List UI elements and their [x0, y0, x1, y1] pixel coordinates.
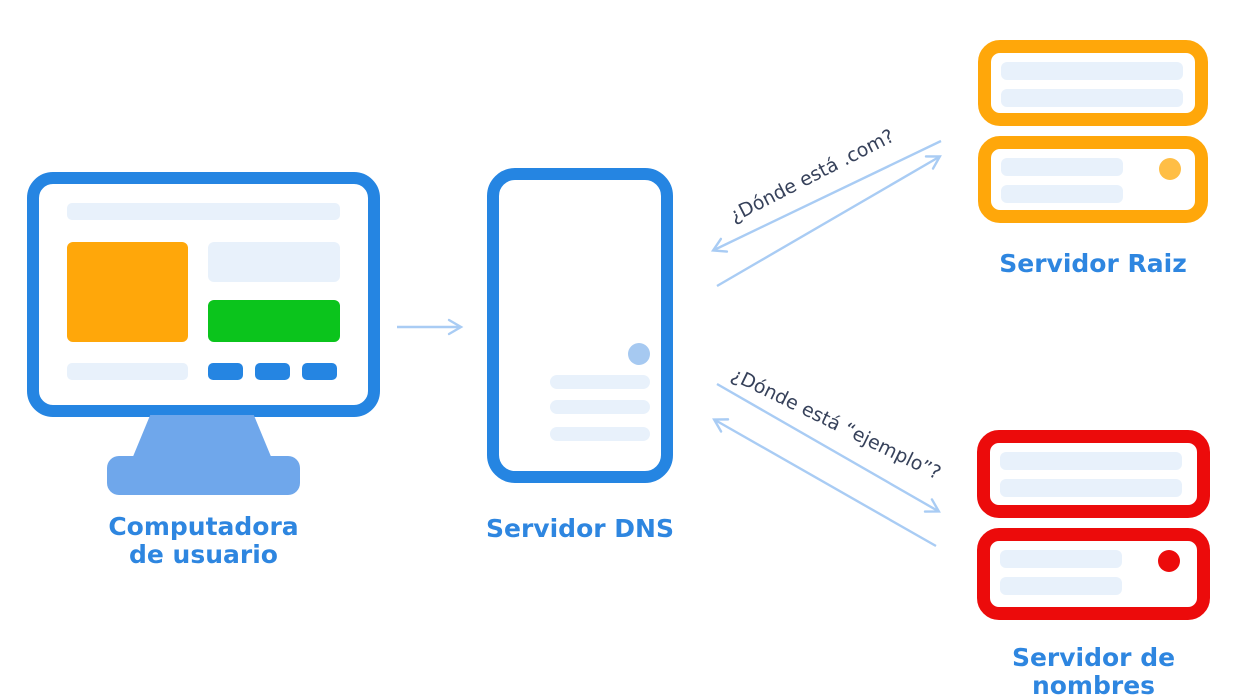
- root-server-label: Servidor Raiz: [999, 249, 1187, 278]
- server-slot-bar: [1000, 550, 1122, 568]
- name-server-status-dot: [1158, 550, 1180, 572]
- query-root-label: ¿Dónde está .com?: [726, 124, 898, 228]
- arrow-names-to-dns-icon: [712, 418, 937, 548]
- dns-slot-bar: [550, 427, 650, 441]
- page-button-2: [255, 363, 290, 380]
- dns-slot-bar: [550, 375, 650, 389]
- server-slot-bar: [1000, 452, 1182, 470]
- server-slot-bar: [1000, 577, 1122, 595]
- root-server-unit-top: [978, 40, 1208, 126]
- dns-server-icon: [487, 168, 673, 483]
- computer-label-line1: Computadora: [108, 512, 299, 541]
- page-button-3: [302, 363, 337, 380]
- dns-server-label: Servidor DNS: [486, 514, 674, 543]
- root-server-unit-bottom: [978, 136, 1208, 223]
- browser-address-bar: [67, 203, 340, 220]
- page-image-block: [67, 242, 188, 342]
- page-green-block: [208, 300, 340, 342]
- monitor-screen: [27, 172, 380, 417]
- name-server-unit-top: [977, 430, 1210, 518]
- monitor-base: [107, 456, 300, 495]
- monitor-stand: [132, 415, 272, 459]
- server-slot-bar: [1000, 479, 1182, 497]
- name-server-unit-bottom: [977, 528, 1210, 620]
- server-slot-bar: [1001, 185, 1123, 203]
- server-slot-bar: [1001, 158, 1123, 176]
- server-slot-bar: [1001, 62, 1183, 80]
- server-slot-bar: [1001, 89, 1183, 107]
- query-names-label: ¿Dónde está “ejemplo”?: [727, 363, 945, 485]
- dns-slot-bar: [550, 400, 650, 414]
- name-server-label: Servidor de nombres: [1011, 643, 1176, 698]
- page-footer-bar: [67, 363, 188, 380]
- computer-label-line2: de usuario: [129, 540, 278, 569]
- computer-label: Computadora de usuario: [27, 513, 380, 569]
- page-button-1: [208, 363, 243, 380]
- root-server-status-dot: [1159, 158, 1181, 180]
- page-text-block: [208, 242, 340, 282]
- dns-status-dot: [628, 343, 650, 365]
